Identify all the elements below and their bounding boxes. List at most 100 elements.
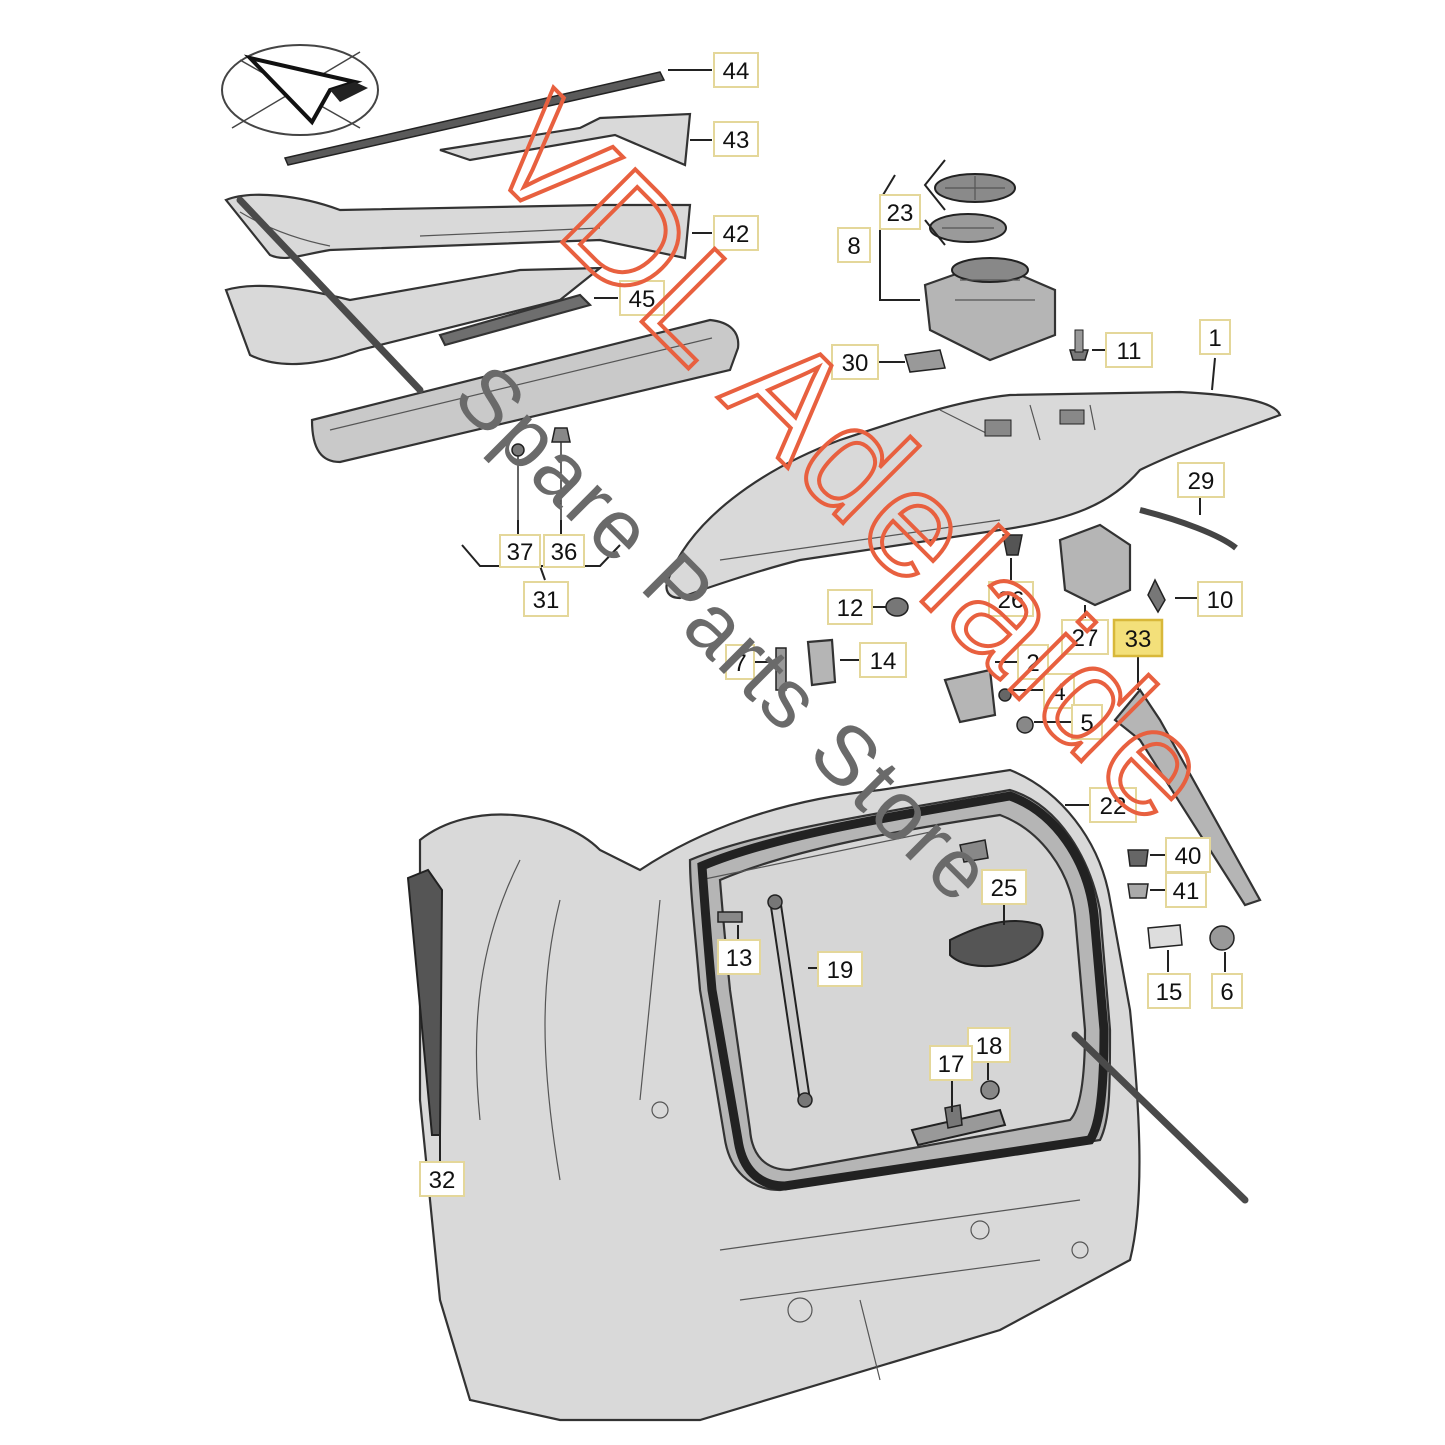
roof-trim-strip — [283, 71, 666, 166]
watermark-bar-bottom — [1071, 1031, 1249, 1204]
callout-40: 40 — [1165, 837, 1211, 873]
tailgate-seal — [697, 791, 1109, 1191]
callout-23: 23 — [879, 194, 921, 230]
svg-text:19: 19 — [827, 957, 854, 984]
leader-lines — [439, 69, 1226, 1162]
svg-text:37: 37 — [507, 539, 534, 566]
callout-11: 11 — [1105, 332, 1153, 368]
svg-text:29: 29 — [1188, 468, 1215, 495]
callout-15: 15 — [1147, 973, 1191, 1009]
hinge-2 — [943, 668, 997, 724]
callout-8: 8 — [837, 227, 871, 263]
svg-text:7: 7 — [733, 650, 746, 677]
svg-text:17: 17 — [938, 1051, 965, 1078]
fastener-37 — [511, 443, 525, 520]
svg-text:5: 5 — [1080, 710, 1093, 737]
callout-45: 45 — [619, 280, 665, 316]
svg-text:45: 45 — [629, 286, 656, 313]
bump-stop-26 — [1002, 534, 1023, 556]
nut-18 — [980, 1080, 1000, 1100]
callout-33: 33 — [1112, 618, 1164, 658]
svg-text:4: 4 — [1052, 679, 1065, 706]
callout-43: 43 — [713, 121, 759, 157]
svg-text:11: 11 — [1117, 338, 1142, 365]
grommet-6 — [1209, 925, 1235, 951]
svg-text:23: 23 — [887, 200, 914, 227]
washer-4 — [998, 688, 1012, 702]
lamp-socket-15 — [1147, 924, 1183, 949]
svg-text:43: 43 — [723, 127, 750, 154]
svg-text:40: 40 — [1175, 843, 1202, 870]
striker-plate-17 — [910, 1108, 1007, 1147]
callout-37: 37 — [499, 534, 541, 568]
callout-17: 17 — [929, 1045, 973, 1081]
callout-44: 44 — [713, 52, 759, 88]
callout-27: 27 — [1061, 619, 1109, 655]
callout-13: 13 — [717, 939, 761, 975]
rear-body-shell — [418, 768, 1141, 1422]
callout-14: 14 — [859, 642, 907, 678]
callout-5: 5 — [1071, 704, 1103, 740]
callout-12: 12 — [827, 589, 873, 625]
svg-text:30: 30 — [842, 350, 869, 377]
callout-41: 41 — [1165, 872, 1207, 908]
callout-6: 6 — [1211, 973, 1243, 1009]
buffer-41 — [1127, 883, 1149, 899]
wiring-harness-25 — [949, 919, 1044, 968]
svg-text:13: 13 — [726, 945, 753, 972]
svg-text:36: 36 — [551, 539, 578, 566]
buffer-40 — [1127, 849, 1149, 867]
screw-11 — [1068, 329, 1090, 361]
callout-31: 31 — [523, 581, 569, 617]
svg-text:33: 33 — [1125, 626, 1152, 653]
side-trim-33 — [1113, 688, 1262, 907]
tailgate-panel — [665, 390, 1282, 600]
callout-30: 30 — [831, 344, 879, 380]
spoiler-lower-shell — [224, 266, 604, 366]
striker-7 — [775, 647, 787, 691]
watermark-bar-top — [236, 196, 424, 394]
svg-text:14: 14 — [870, 648, 897, 675]
svg-text:31: 31 — [533, 587, 560, 614]
svg-text:44: 44 — [723, 58, 750, 85]
svg-text:32: 32 — [429, 1167, 456, 1194]
pillar-trim-32 — [406, 868, 444, 1136]
svg-text:6: 6 — [1220, 979, 1233, 1006]
cable-29 — [1139, 507, 1238, 551]
callout-36: 36 — [543, 534, 585, 568]
orientation-arrow-icon — [221, 44, 379, 136]
nut-5 — [1016, 716, 1034, 734]
clip-small — [959, 839, 989, 863]
pad-30 — [904, 349, 946, 373]
spoiler-upper — [439, 112, 692, 167]
callout-22: 22 — [1089, 787, 1137, 823]
screw-10 — [1147, 578, 1166, 614]
spoiler-main — [224, 193, 692, 260]
svg-text:25: 25 — [991, 875, 1018, 902]
spoiler-glass-panel — [310, 318, 740, 464]
callout-10: 10 — [1197, 581, 1243, 617]
callout-7: 7 — [725, 644, 755, 680]
callout-19: 19 — [817, 951, 863, 987]
svg-text:41: 41 — [1173, 878, 1200, 905]
svg-text:42: 42 — [723, 221, 750, 248]
callout-25: 25 — [981, 869, 1027, 905]
svg-text:18: 18 — [976, 1033, 1003, 1060]
svg-text:10: 10 — [1207, 587, 1234, 614]
svg-text:2: 2 — [1026, 650, 1039, 677]
fastener-36 — [551, 427, 571, 520]
ball-stud-13 — [717, 911, 743, 923]
callout-32: 32 — [419, 1161, 465, 1197]
svg-text:12: 12 — [837, 595, 864, 622]
svg-text:26: 26 — [998, 587, 1025, 614]
callout-26: 26 — [988, 581, 1034, 617]
svg-text:22: 22 — [1100, 793, 1127, 820]
svg-text:27: 27 — [1072, 625, 1099, 652]
lock-27 — [1058, 523, 1132, 607]
callout-42: 42 — [713, 215, 759, 251]
svg-text:15: 15 — [1156, 979, 1183, 1006]
callout-4: 4 — [1043, 673, 1075, 709]
callout-1: 1 — [1199, 319, 1231, 355]
third-brake-lamp — [438, 293, 593, 347]
